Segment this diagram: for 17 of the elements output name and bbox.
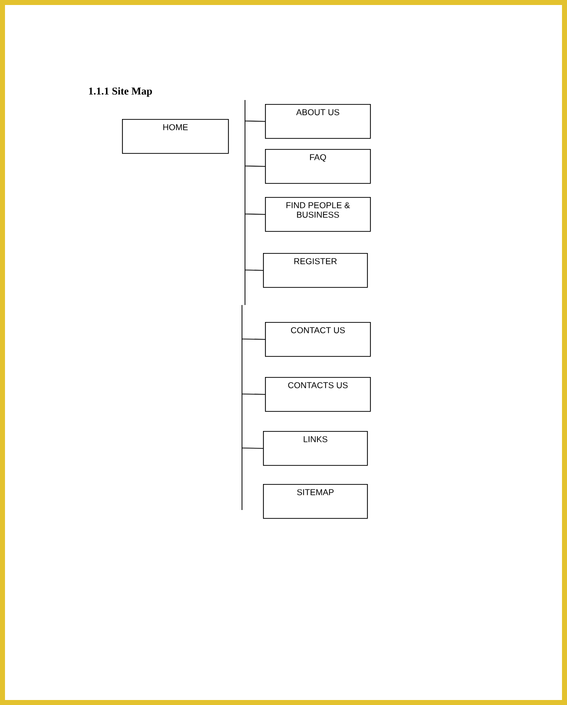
page-box: ABOUT US xyxy=(265,104,371,139)
connector-line xyxy=(242,394,266,395)
page-box: HOME xyxy=(122,119,229,154)
connector-line xyxy=(242,338,266,340)
page-box: SITEMAP xyxy=(263,484,368,519)
connector-line xyxy=(242,448,264,449)
page-box: CONTACT US xyxy=(265,322,371,357)
page-box: LINKS xyxy=(263,431,368,466)
page-box: FAQ xyxy=(265,149,371,184)
page-box: CONTACTS US xyxy=(265,377,371,412)
connector-line xyxy=(244,120,266,122)
page-box: FIND PEOPLE & BUSINESS xyxy=(265,197,371,232)
page-box: REGISTER xyxy=(263,253,368,288)
connector-line xyxy=(244,270,264,271)
connector-line xyxy=(244,166,266,167)
connector-line xyxy=(244,214,266,215)
section-heading: 1.1.1 Site Map xyxy=(89,87,152,97)
